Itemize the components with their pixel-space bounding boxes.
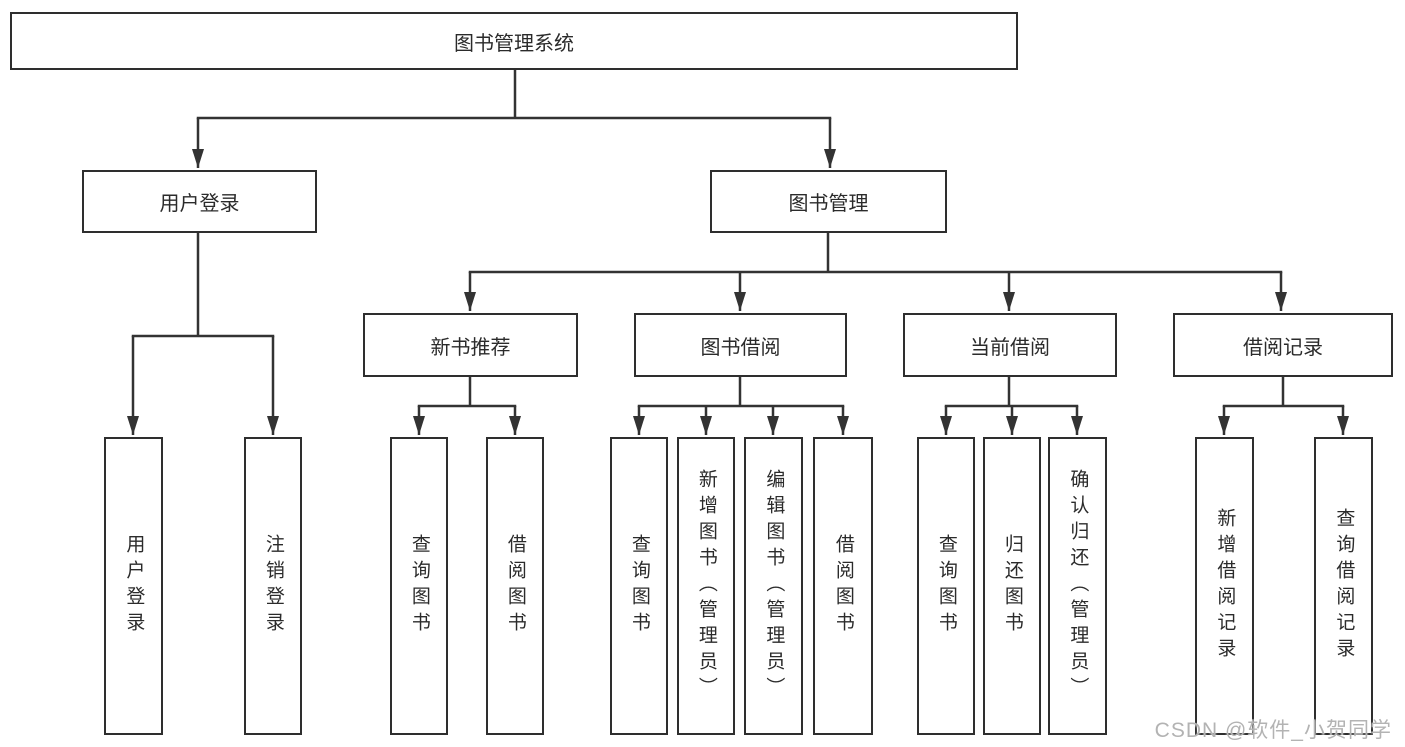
leaf-query-books-recommend: 查询图书 (390, 437, 448, 735)
leaf-label: 查询图书 (408, 534, 430, 638)
leaf-query-borrow-record: 查询借阅记录 (1314, 437, 1373, 735)
leaf-logout: 注销登录 (244, 437, 302, 735)
node-new-book-recommendation: 新书推荐 (363, 313, 578, 377)
node-library-management-system: 图书管理系统 (10, 12, 1018, 70)
leaf-label: 新增图书（管理员） (695, 469, 717, 703)
leaf-query-books-current: 查询图书 (917, 437, 975, 735)
node-label: 图书借阅 (700, 336, 781, 359)
leaf-add-books-admin: 新增图书（管理员） (677, 437, 735, 735)
leaf-borrow-books: 借阅图书 (813, 437, 873, 735)
csdn-watermark: CSDN @软件_小贺同学 (1154, 719, 1392, 742)
leaf-label: 查询借阅记录 (1333, 508, 1355, 664)
node-user-login: 用户登录 (82, 170, 317, 233)
leaf-label: 查询图书 (628, 534, 650, 638)
node-label: 借阅记录 (1243, 336, 1323, 359)
node-label: 新书推荐 (430, 336, 511, 359)
node-label: 用户登录 (159, 193, 240, 215)
leaf-label: 查询图书 (935, 534, 957, 638)
leaf-label: 借阅图书 (832, 534, 854, 638)
node-current-borrowing: 当前借阅 (903, 313, 1117, 377)
leaf-label: 归还图书 (1001, 534, 1023, 638)
node-borrowing-records: 借阅记录 (1173, 313, 1393, 377)
node-label: 图书管理 (788, 193, 869, 215)
leaf-label: 用户登录 (123, 534, 145, 638)
leaf-borrow-books-recommend: 借阅图书 (486, 437, 544, 735)
node-label: 图书管理系统 (454, 32, 574, 55)
leaf-confirm-return-admin: 确认归还（管理员） (1048, 437, 1107, 735)
leaf-edit-books-admin: 编辑图书（管理员） (744, 437, 803, 735)
leaf-return-books: 归还图书 (983, 437, 1041, 735)
node-book-management: 图书管理 (710, 170, 947, 233)
leaf-label: 新增借阅记录 (1214, 508, 1236, 664)
leaf-user-login: 用户登录 (104, 437, 163, 735)
leaf-label: 注销登录 (262, 534, 284, 638)
leaf-label: 借阅图书 (504, 534, 526, 638)
node-label: 当前借阅 (970, 336, 1050, 359)
leaf-query-books-borrowing: 查询图书 (610, 437, 668, 735)
node-book-borrowing: 图书借阅 (634, 313, 847, 377)
leaf-label: 确认归还（管理员） (1067, 469, 1089, 703)
leaf-label: 编辑图书（管理员） (763, 469, 785, 703)
leaf-add-borrow-record: 新增借阅记录 (1195, 437, 1254, 735)
